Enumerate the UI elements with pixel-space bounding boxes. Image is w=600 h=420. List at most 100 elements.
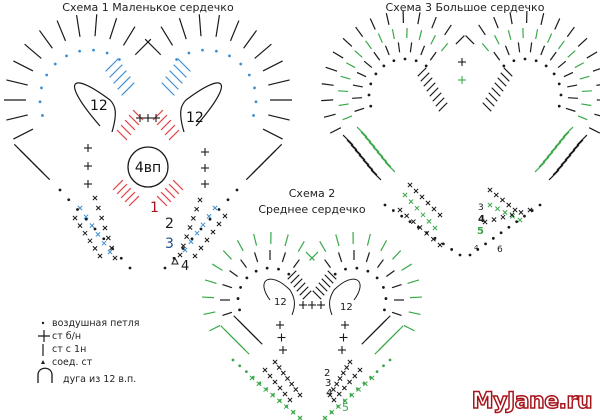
- stitch-mark: [527, 207, 533, 213]
- chain-stitch-mark: [534, 59, 538, 63]
- stitch-mark: [72, 215, 78, 221]
- stitch-mark: [596, 84, 600, 86]
- stitch-mark: [285, 376, 290, 381]
- stitch-mark: [509, 212, 515, 218]
- chain-stitch-mark: [384, 297, 388, 300]
- scheme-2-right-arc-icon: [329, 278, 361, 316]
- stitch-mark: [444, 24, 452, 36]
- stitch-mark: [380, 240, 388, 252]
- chain-stitch-mark: [484, 242, 487, 246]
- chain-stitch-mark: [201, 48, 204, 52]
- stitch-mark: [564, 149, 576, 161]
- stitch-mark: [172, 179, 184, 191]
- chain-stitch-mark: [330, 410, 333, 414]
- s2-row-label-3: 3: [325, 378, 331, 389]
- scheme-1-title: Схема 1 Маленькое сердечко: [62, 1, 234, 14]
- stitch-mark: [567, 84, 578, 88]
- stitch-mark: [478, 24, 486, 36]
- legend-label-dc: ст с 1н: [52, 344, 86, 355]
- stitch-mark: [534, 161, 546, 173]
- stitch-mark: [194, 206, 200, 212]
- stitch-mark: [38, 30, 53, 49]
- stitch-mark: [319, 240, 327, 252]
- stitch-mark: [494, 82, 504, 92]
- stitch-mark: [92, 195, 98, 201]
- stitch-mark: [354, 107, 365, 112]
- stitch-mark: [432, 225, 438, 231]
- stitch-mark: [198, 245, 204, 251]
- arc-icon: [37, 367, 53, 383]
- stitch-mark: [563, 71, 574, 78]
- chain-stitch-mark: [298, 416, 302, 420]
- legend-label-slst: соед. ст: [52, 357, 93, 368]
- stitch-mark: [182, 247, 188, 253]
- stitch-mark: [144, 38, 162, 56]
- stitch-mark: [184, 234, 190, 240]
- stitch-mark: [579, 75, 590, 80]
- stitch-mark: [426, 82, 436, 92]
- chain-stitch-mark: [65, 54, 68, 58]
- scheme-2-right-arc-label: 12: [340, 302, 353, 313]
- stitch-mark: [340, 370, 346, 376]
- stitch-mark: [431, 16, 437, 29]
- stitch-mark: [107, 249, 113, 255]
- chain-stitch-mark: [208, 217, 212, 221]
- stitch-mark: [296, 282, 306, 292]
- s2-row-label-4: 4: [326, 388, 332, 399]
- stitch-mark: [482, 219, 488, 225]
- stitch-mark: [190, 215, 196, 221]
- stitch-mark: [75, 14, 81, 37]
- stitch-mark: [37, 167, 51, 181]
- stitch-mark: [409, 296, 422, 299]
- stitch-mark: [161, 82, 175, 96]
- chain-stitch-mark: [105, 51, 109, 55]
- stitch-mark: [540, 45, 546, 56]
- stitch-mark: [485, 97, 495, 107]
- chain-stitch-mark: [323, 416, 327, 420]
- chain-stitch-mark: [53, 62, 57, 66]
- stitch-mark: [331, 397, 337, 403]
- chain-stitch-mark: [530, 209, 534, 212]
- chain-stitch-mark: [356, 387, 359, 391]
- stitch-mark: [222, 213, 228, 219]
- stitch-mark: [409, 42, 413, 53]
- chain-stitch-mark: [425, 231, 429, 235]
- chain-stitch-mark: [254, 100, 258, 104]
- chain-stitch-mark: [252, 114, 255, 117]
- stitch-mark: [89, 223, 95, 229]
- stitch-mark: [82, 230, 88, 236]
- stitch-mark: [211, 263, 223, 271]
- stitch-mark: [13, 128, 34, 140]
- stitch-mark: [363, 60, 373, 69]
- stitch-mark: [588, 127, 600, 134]
- chain-stitch-mark: [247, 73, 251, 77]
- chain-stitch-mark: [76, 208, 79, 211]
- stitch-mark: [581, 103, 592, 107]
- stitch-mark: [305, 251, 315, 261]
- stitch-mark: [391, 29, 395, 40]
- stitch-mark: [13, 60, 34, 72]
- stitch-mark: [122, 26, 136, 46]
- stitch-mark: [373, 51, 381, 61]
- stitch-mark: [426, 218, 432, 224]
- stitch-mark: [56, 20, 67, 42]
- stitch-mark: [438, 102, 448, 112]
- stitch-mark: [262, 367, 268, 373]
- stitch-mark: [120, 124, 132, 136]
- stitch-mark: [109, 64, 123, 78]
- stitch-mark: [334, 381, 340, 387]
- chain-stitch-mark: [253, 86, 256, 90]
- stitch-mark: [280, 370, 286, 376]
- stitch-mark: [568, 144, 580, 156]
- stitch-mark: [272, 379, 278, 385]
- chain-stitch-mark: [235, 188, 239, 192]
- stitch-mark: [506, 202, 512, 208]
- chain-stitch-mark: [175, 58, 179, 61]
- stitch-mark: [335, 234, 340, 247]
- row-label-1: 1: [150, 200, 159, 216]
- stitch-mark: [112, 179, 124, 191]
- stitch-mark: [128, 114, 140, 126]
- stitch-mark: [340, 75, 351, 80]
- chain-stitch-mark: [424, 64, 428, 68]
- stitch-mark: [180, 243, 186, 249]
